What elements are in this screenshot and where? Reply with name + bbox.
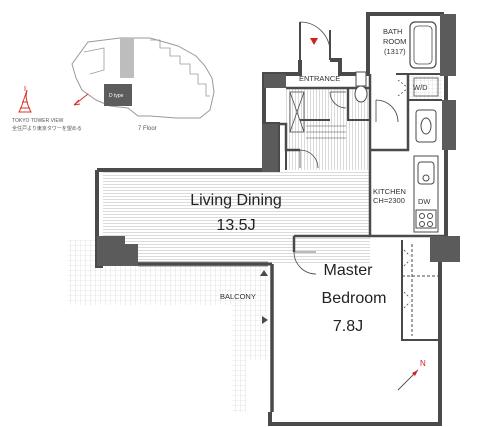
living-dining-floor <box>103 172 370 264</box>
entrance-label: ENTRANCE <box>299 74 340 83</box>
bedroom-door-swing <box>293 251 317 275</box>
wd-door-dashes <box>397 79 409 97</box>
bathroom-door-swing <box>375 99 399 123</box>
living-dining-name: Living Dining <box>190 192 282 209</box>
kitchen-counter <box>413 155 439 233</box>
tower-view-title: TOKYO TOWER VIEW <box>12 118 64 124</box>
wd-label: W/D <box>413 83 428 92</box>
living-door-swing <box>299 149 319 169</box>
bathroom-label-line1: BATH <box>383 27 402 36</box>
master-bedroom-area: 7.8J <box>333 318 363 335</box>
toilet <box>354 71 368 103</box>
shoe-cabinet <box>289 91 305 133</box>
balcony-marker-up <box>260 270 268 276</box>
tokyo-tower-icon <box>18 86 32 113</box>
bathroom-size-label: (1317) <box>384 47 406 56</box>
kitchen-ceiling-label: CH=2300 <box>373 196 405 205</box>
living-dining-area: 13.5J <box>216 217 255 234</box>
tower-view-arrow-icon <box>73 93 89 106</box>
floor-label: 7 Floor <box>138 126 157 132</box>
washbasin <box>415 109 437 143</box>
toilet-door-swing <box>329 91 347 109</box>
balcony-floor <box>68 240 268 412</box>
columns <box>97 14 460 266</box>
compass-north-label: N <box>420 359 426 368</box>
building-inner-line <box>83 47 105 75</box>
master-bedroom-name-line2: Bedroom <box>322 290 387 307</box>
bathroom-label-line2: ROOM <box>383 37 406 46</box>
tower-view-note: 全住戸より東京タワーを望める <box>12 125 82 132</box>
unit-d-highlight <box>104 84 132 106</box>
bathtub <box>409 21 437 69</box>
core-block <box>120 38 134 78</box>
balcony-marker-right <box>262 316 268 324</box>
entrance-marker-icon <box>310 38 318 45</box>
dw-label: DW <box>418 197 431 206</box>
entrance-steps <box>306 125 346 139</box>
closet-door-dashes <box>403 249 411 309</box>
compass-icon <box>397 369 419 391</box>
kitchen-label: KITCHEN <box>373 187 406 196</box>
key-plan: D type 7 Floor TOKYO TOWER VIEW 全住戸より東京タ… <box>12 37 215 132</box>
master-bedroom-name-line1: Master <box>324 262 374 279</box>
doors <box>293 79 411 309</box>
washing-machine <box>413 77 439 97</box>
window <box>138 261 268 267</box>
balcony-label: BALCONY <box>220 292 256 301</box>
unit-type-label: D type <box>109 93 124 99</box>
entrance-door-swing <box>299 21 331 53</box>
building-steps <box>150 39 210 97</box>
